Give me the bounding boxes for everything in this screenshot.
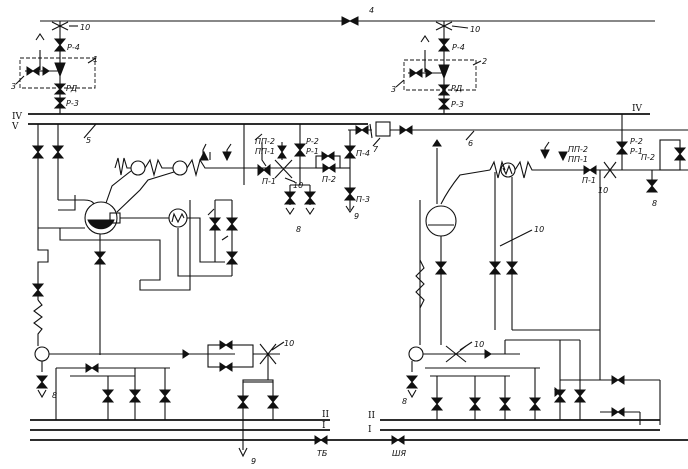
label-8-left-mid: 8	[296, 225, 301, 234]
label-r2-left: Р-2	[306, 137, 319, 146]
left-boiler-section	[31, 124, 240, 362]
right-boiler-section: 10 10 8	[402, 139, 661, 425]
label-10-right-upper: 10	[598, 186, 608, 195]
label-pp2-right: ПП-2	[568, 145, 588, 154]
label-r4-right: Р-4	[452, 43, 465, 52]
label-8-right-mid: 8	[652, 199, 657, 208]
label-7: 7	[373, 145, 379, 154]
label-shya: ШЯ	[392, 449, 407, 458]
label-p3: П-3	[356, 195, 370, 204]
reducing-station-right: 10 Р-4 2 3 РД Р-3	[391, 21, 487, 112]
label-9-bottom: 9	[251, 457, 256, 466]
label-r1-right: Р-1	[630, 147, 643, 156]
label-r2-right: Р-2	[630, 137, 643, 146]
label-tb: ТБ	[317, 449, 328, 458]
label-II-right: II	[368, 411, 376, 421]
label-IV-left: IV	[12, 112, 23, 122]
label-II-left: II	[322, 410, 330, 420]
label-r3-right: Р-3	[451, 100, 464, 109]
left-lower-collectors: 10 9 8	[35, 339, 294, 466]
label-p4: П-4	[356, 149, 370, 158]
label-V-left: V	[11, 122, 19, 132]
label-p2-left: П-2	[322, 175, 336, 184]
label-rd-right: РД	[451, 84, 462, 93]
label-I-left: I	[322, 421, 326, 431]
label-r1-left: Р-1	[306, 147, 319, 156]
label-2: 2	[482, 57, 487, 66]
label-10-top-left: 10	[80, 23, 90, 32]
label-8-right-bottom: 8	[402, 397, 407, 406]
left-upper-controls: ПП-2 ПП-1 Р-2 Р-1 П-1 10 П-2 П-4 П-3 9 8	[199, 124, 370, 234]
label-p1-left: П-1	[262, 177, 276, 186]
label-IV-right: IV	[632, 104, 643, 114]
label-p1-right: П-1	[582, 176, 596, 185]
header-line-4: 4	[40, 6, 655, 26]
label-10-right-mid: 10	[534, 225, 544, 234]
label-pp1-right: ПП-1	[568, 155, 588, 164]
label-p2-right: П-2	[641, 153, 655, 162]
label-r3-left: Р-3	[66, 99, 79, 108]
label-10-right-bottom: 10	[474, 340, 484, 349]
label-rd-left: РД	[66, 84, 77, 93]
label-8-left-bottom: 8	[52, 391, 57, 400]
label-5: 5	[86, 136, 91, 145]
label-4: 4	[369, 6, 374, 15]
label-r4-left: Р-4	[67, 43, 80, 52]
label-10-left-bottom: 10	[284, 339, 294, 348]
label-9-left-mid: 9	[354, 212, 359, 221]
label-1: 1	[93, 55, 98, 64]
header-IV-V: IV V IV 7 6 5	[11, 104, 688, 154]
right-upper-controls: ПП-2 ПП-1 П-1 10 Р-2 Р-1 П-2 8	[540, 114, 688, 208]
label-6: 6	[468, 139, 473, 148]
label-3-left: 3	[11, 82, 16, 91]
label-3-right: 3	[391, 85, 396, 94]
label-I-right: I	[368, 425, 372, 435]
bottom-headers: II I II I ТБ ШЯ	[30, 410, 688, 458]
label-pp1-left: ПП-1	[255, 147, 275, 156]
reducing-station-left: 10 Р-4 1 3 РД Р-3	[11, 21, 98, 110]
label-10-top-right: 10	[470, 25, 480, 34]
label-pp2-left: ПП-2	[255, 137, 275, 146]
